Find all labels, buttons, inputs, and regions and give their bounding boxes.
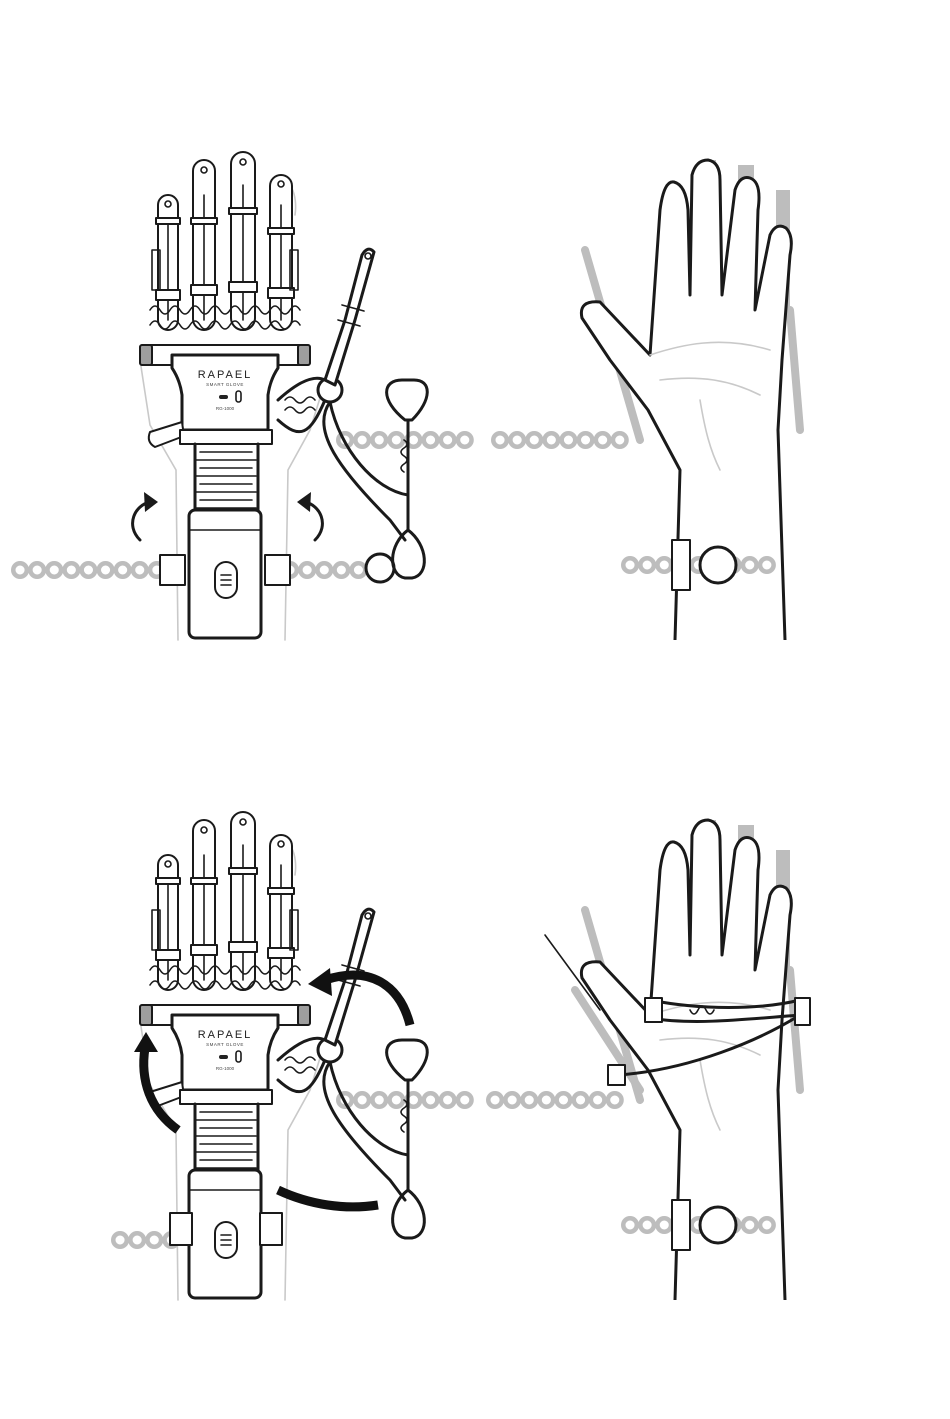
- step1-palm-view: [500, 160, 800, 640]
- device-brand: RAPAEL: [198, 369, 253, 381]
- device-subtitle: SMART GLOVE: [206, 382, 244, 387]
- power-led-icon-2: [219, 1055, 228, 1059]
- device-model: RG-1000: [216, 406, 235, 411]
- power-led-icon: [219, 395, 228, 399]
- step2-glove-back: RAPAEL SMART GLOVE RG-1000: [120, 812, 465, 1300]
- route-arrow-bottom-icon: [278, 1190, 378, 1207]
- step2-palm-view: [495, 820, 810, 1300]
- step1-glove-back: RAPAEL SMART GLOVE RG-1000: [20, 152, 465, 640]
- device-brand-2: RAPAEL: [198, 1029, 253, 1041]
- device-model-2: RG-1000: [216, 1066, 235, 1071]
- device-subtitle-2: SMART GLOVE: [206, 1042, 244, 1047]
